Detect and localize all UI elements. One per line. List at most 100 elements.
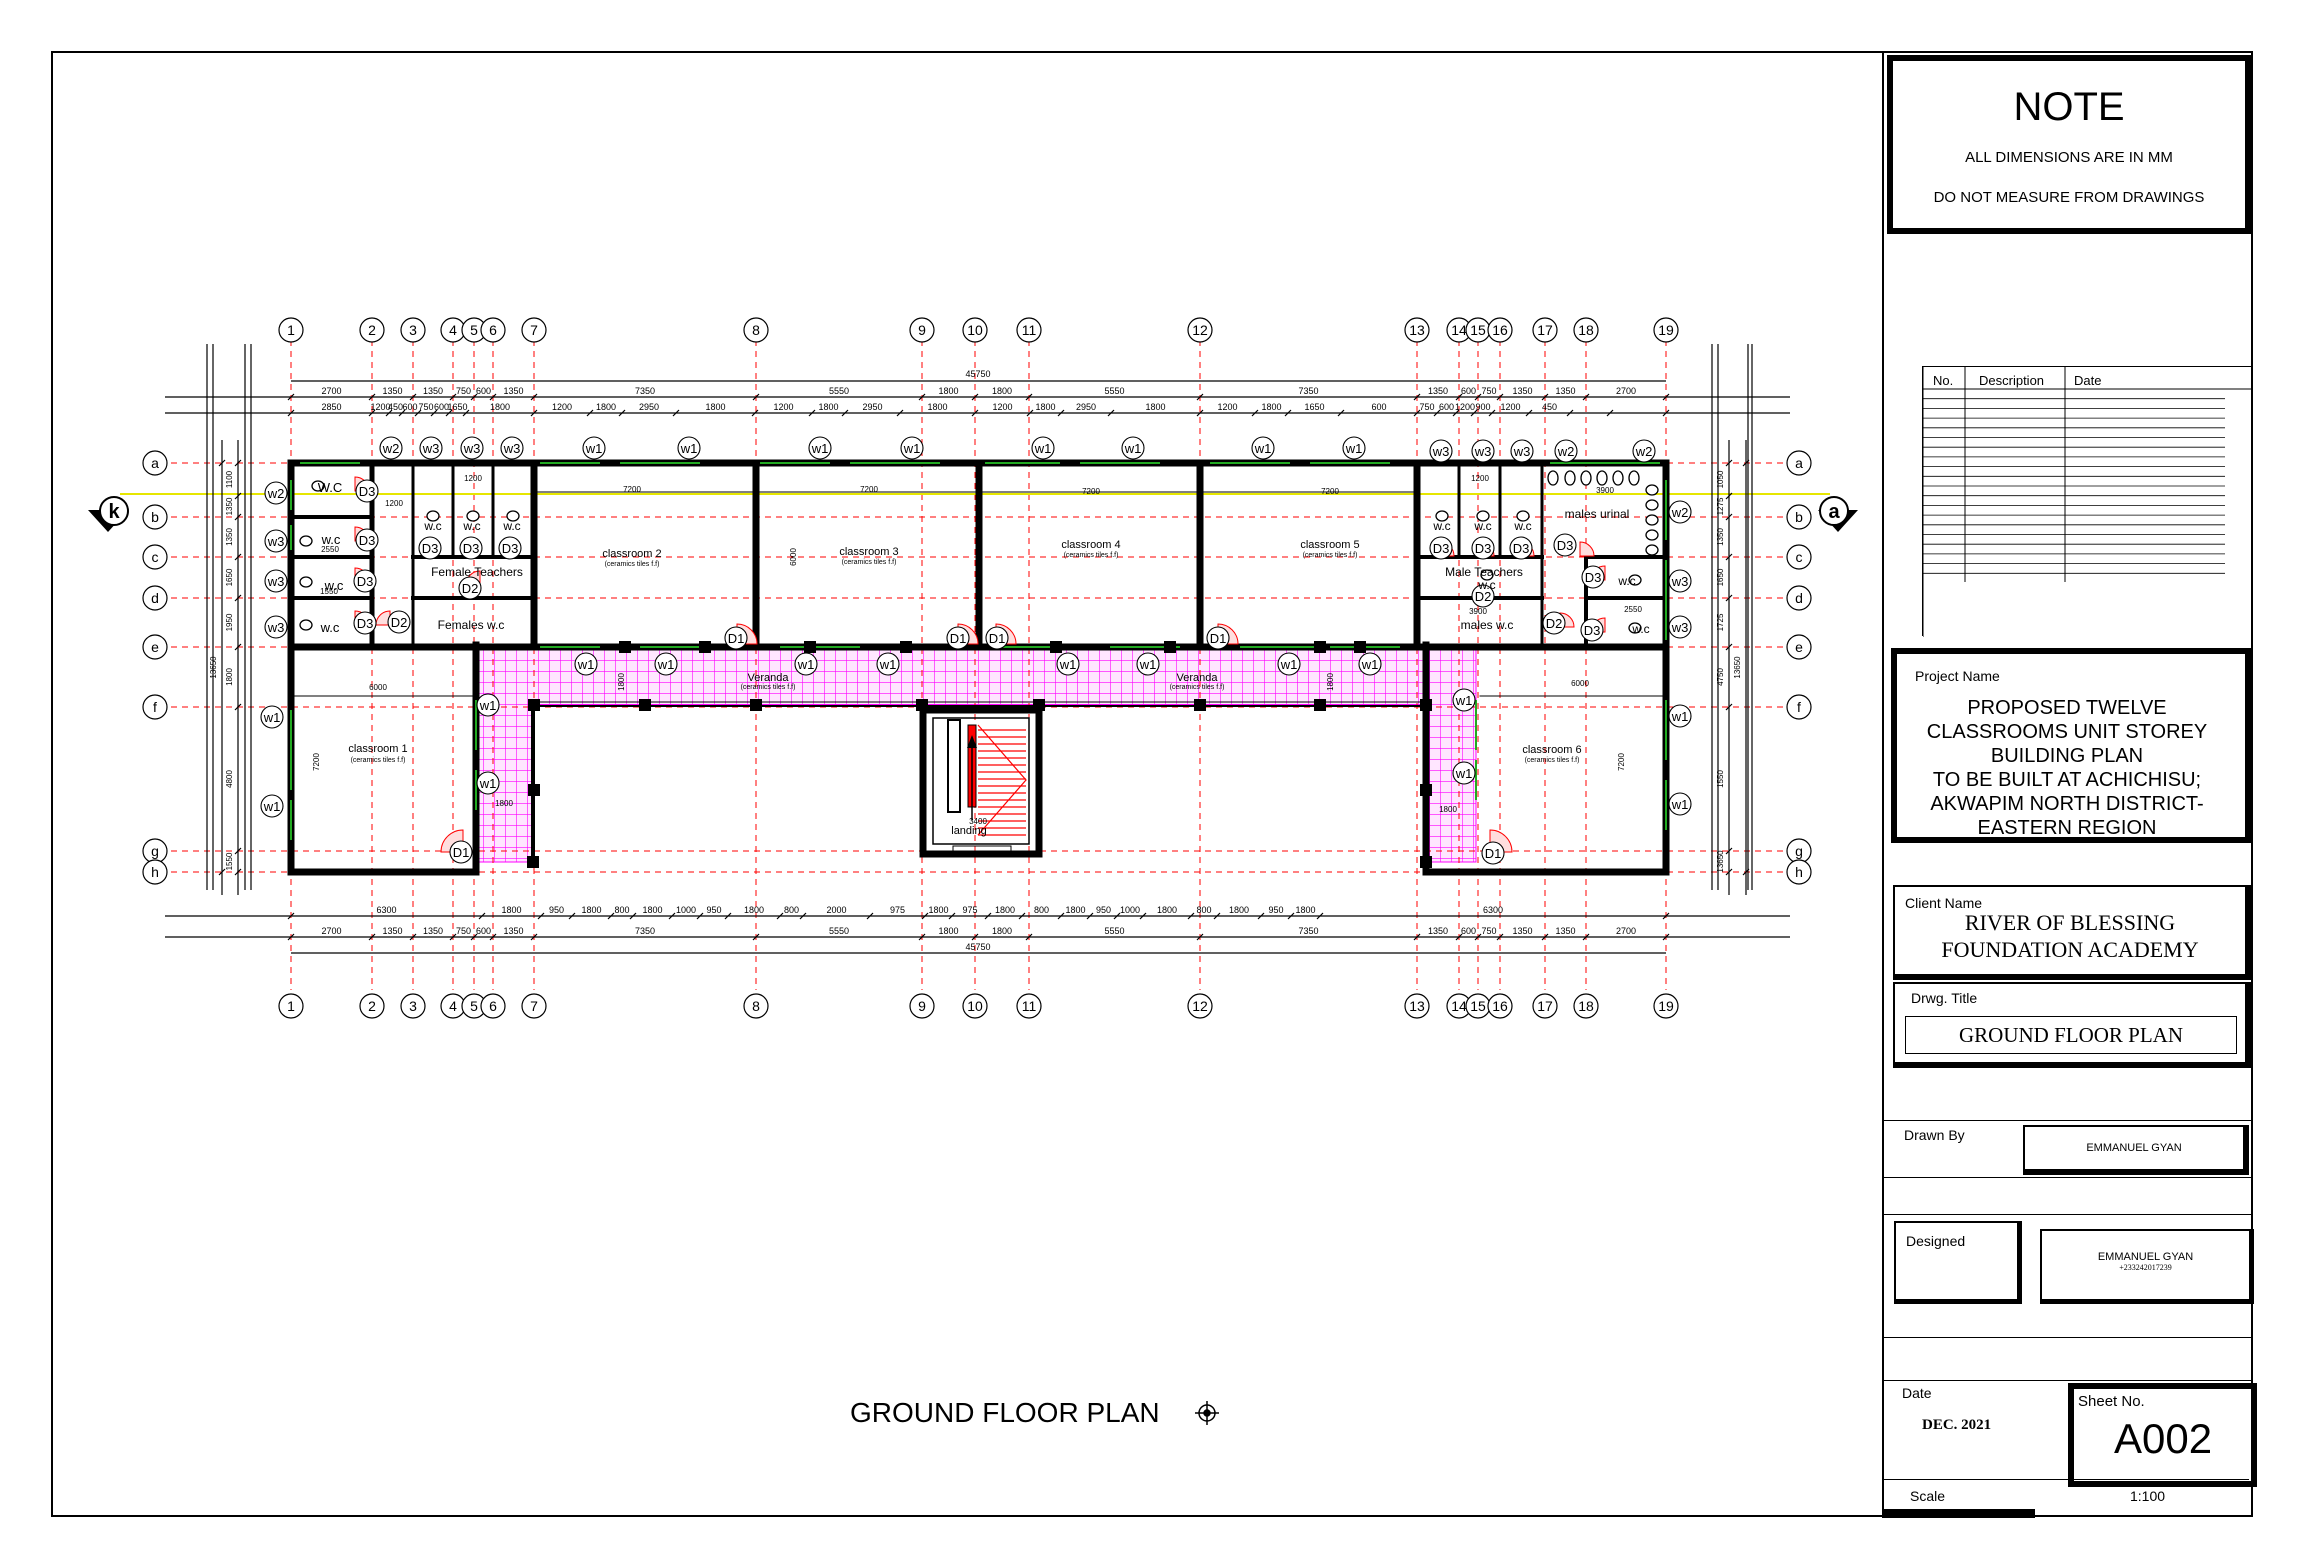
dimension-tick bbox=[1582, 933, 1590, 941]
note-panel: NOTE ALL DIMENSIONS ARE IN MM DO NOT MEA… bbox=[1887, 55, 2251, 234]
dimension-label: 1100 bbox=[225, 470, 234, 488]
dimension-tick bbox=[896, 409, 904, 417]
grid-bubble bbox=[359, 993, 385, 1019]
dimension-label: 7350 bbox=[635, 926, 655, 936]
tag-circle bbox=[460, 436, 484, 460]
tag-label: w2 bbox=[1671, 505, 1689, 520]
column bbox=[1420, 856, 1432, 868]
tag-circle bbox=[1554, 439, 1578, 463]
dimension-tick bbox=[1566, 409, 1574, 417]
basin-fixture bbox=[1645, 514, 1659, 526]
tag-circle bbox=[1358, 652, 1382, 676]
room-label-veranda-right: Veranda bbox=[1177, 672, 1219, 684]
drawn-by-panel: Drawn By EMMANUEL GYAN bbox=[1882, 1120, 2253, 1178]
dimension-tick bbox=[971, 409, 979, 417]
toilet-fixture bbox=[299, 619, 313, 631]
grid-bubble bbox=[1653, 317, 1679, 343]
grid-bubble-label: 15 bbox=[1470, 998, 1486, 1014]
grid-bubble bbox=[142, 544, 168, 570]
dimension-label: 7350 bbox=[635, 386, 655, 396]
dimension-label: 1800 bbox=[596, 402, 616, 412]
designed-value-box: EMMANUEL GYAN +233242017239 bbox=[2040, 1229, 2254, 1304]
grid-bubble-label: 4 bbox=[449, 998, 457, 1014]
grid-bubble-label: 9 bbox=[918, 322, 926, 338]
grid-bubble-label: 17 bbox=[1537, 322, 1553, 338]
grid-bubble bbox=[521, 993, 547, 1019]
grid-bubble-label: c bbox=[152, 549, 159, 565]
toilet-fixture bbox=[1516, 510, 1530, 522]
columns bbox=[527, 641, 1432, 868]
grid-bubble-label: 19 bbox=[1658, 998, 1674, 1014]
tag-label: w3 bbox=[267, 620, 285, 635]
column bbox=[699, 641, 711, 653]
note-line-2: DO NOT MEASURE FROM DRAWINGS bbox=[1933, 189, 2205, 206]
dimension-tick bbox=[866, 912, 874, 920]
tag-label: w2 bbox=[382, 441, 400, 456]
dimension-tick bbox=[218, 868, 226, 876]
grid-bubble bbox=[909, 317, 935, 343]
dimension-label: 1800 bbox=[818, 402, 838, 412]
grid-bubble-label: h bbox=[151, 864, 159, 880]
dimension-label: 2850 bbox=[321, 402, 341, 412]
dimension-tick bbox=[287, 933, 295, 941]
project-line: BUILDING PLAN bbox=[1990, 745, 2144, 767]
grid-bubble-label: 12 bbox=[1192, 322, 1208, 338]
dimension-tick bbox=[409, 393, 417, 401]
room-label-wc: w.c bbox=[321, 532, 341, 547]
grid-bubble bbox=[1786, 859, 1812, 885]
column bbox=[916, 699, 928, 711]
dimension-label: 13650 bbox=[209, 656, 218, 679]
dimension-tick bbox=[1474, 933, 1482, 941]
project-line: EASTERN REGION bbox=[1977, 817, 2157, 839]
dimension-label: 2950 bbox=[639, 402, 659, 412]
tag-label: w1 bbox=[1124, 441, 1142, 456]
room-dimension-label: 7200 bbox=[312, 753, 321, 771]
designed-label: Designed bbox=[1906, 1233, 1966, 1249]
grid-bubble-label: a bbox=[1795, 455, 1803, 471]
dimension-tick bbox=[1026, 409, 1034, 417]
room-label-males-urinal: males urinal bbox=[1565, 507, 1630, 521]
dimension-tick bbox=[1113, 912, 1121, 920]
dimension-label: 1550 bbox=[225, 852, 234, 870]
grid-bubble bbox=[909, 993, 935, 1019]
dimension-label: 950 bbox=[1268, 905, 1283, 915]
dimension-tick bbox=[449, 933, 457, 941]
tag-label: D1 bbox=[950, 631, 967, 646]
svg-text:k: k bbox=[108, 501, 120, 523]
dimension-label: 1550 bbox=[1716, 770, 1725, 788]
room-dimension-label: 7200 bbox=[860, 485, 878, 494]
basin-fixture bbox=[1645, 499, 1659, 511]
dimension-label: 800 bbox=[1196, 905, 1211, 915]
dimension-tick bbox=[1018, 912, 1026, 920]
section-marker-right: a bbox=[1818, 496, 1858, 532]
dimension-label: 600 bbox=[402, 402, 417, 412]
room-dimension-label: 1200 bbox=[464, 474, 482, 483]
dimension-label: 800 bbox=[1034, 905, 1049, 915]
grid-bubble-label: 15 bbox=[1470, 322, 1486, 338]
column bbox=[527, 856, 539, 868]
tag-label: D1 bbox=[1210, 631, 1227, 646]
room-label-classroom-6: classroom 6 bbox=[1522, 744, 1581, 756]
tag-circle bbox=[260, 794, 284, 818]
grid-bubble bbox=[1573, 317, 1599, 343]
finish-label: (ceramics tiles f.f) bbox=[842, 559, 897, 566]
dimension-label: 900 bbox=[1475, 402, 1490, 412]
toilet-fixture bbox=[299, 576, 313, 588]
tag-label: w1 bbox=[263, 710, 281, 725]
dimension-label: 1200 bbox=[1217, 402, 1237, 412]
dimension-label: 1800 bbox=[705, 402, 725, 412]
tag-circle bbox=[419, 436, 443, 460]
dimension-tick bbox=[672, 409, 680, 417]
dimension-label: 2950 bbox=[862, 402, 882, 412]
dimension-label: 5550 bbox=[829, 386, 849, 396]
tag-label: w2 bbox=[1557, 444, 1575, 459]
grid-bubble bbox=[480, 317, 506, 343]
room-dimension-label: 7200 bbox=[623, 485, 641, 494]
tag-label: w3 bbox=[422, 441, 440, 456]
room-label-classroom-2: classroom 2 bbox=[602, 548, 661, 560]
tag-circle bbox=[387, 610, 411, 634]
dimension-tick bbox=[234, 594, 242, 602]
tag-circle bbox=[355, 528, 379, 552]
dimension-tick bbox=[618, 409, 626, 417]
tag-label: D1 bbox=[453, 845, 470, 860]
